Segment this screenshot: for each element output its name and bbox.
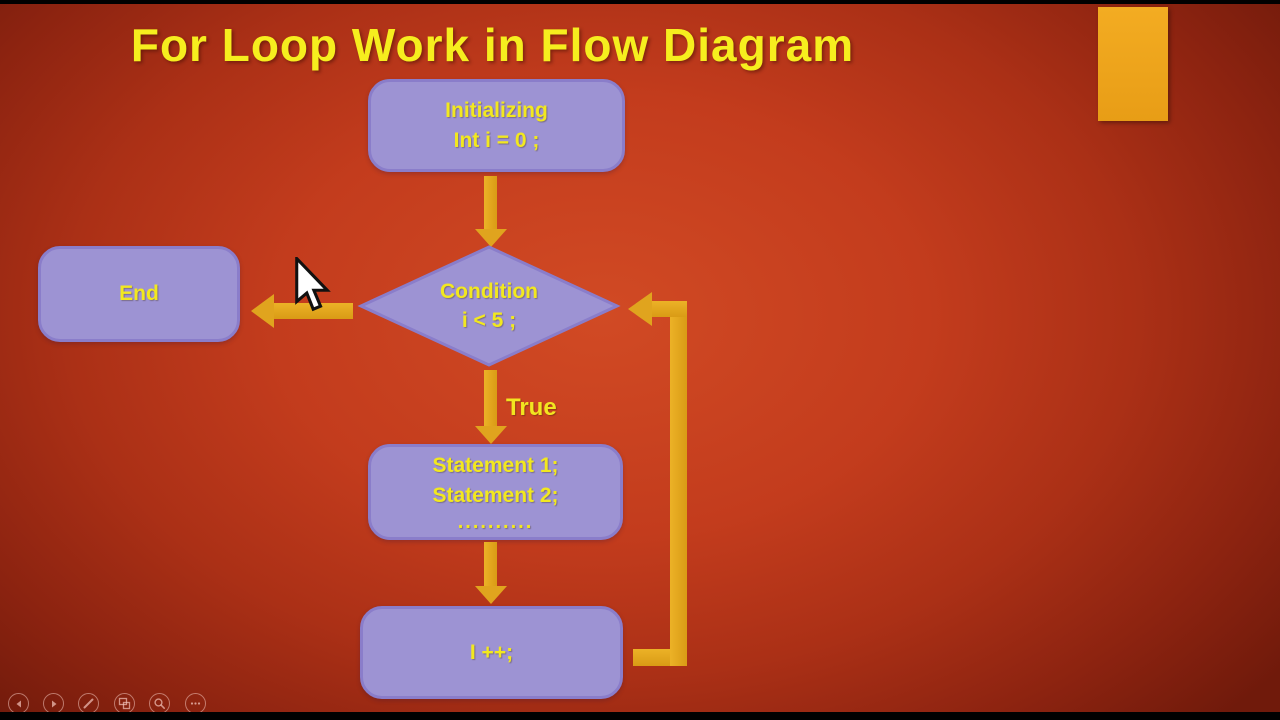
see-all-slides-button[interactable] <box>114 693 135 714</box>
letterbox-bottom-bar <box>0 712 1280 720</box>
true-branch-label: True <box>506 394 557 421</box>
ellipsis-icon <box>190 702 201 705</box>
init-box-line1: Initializing <box>445 98 548 122</box>
statement-line3: .......... <box>457 511 534 533</box>
pen-tools-button[interactable] <box>78 693 99 714</box>
loopback-vertical-segment <box>670 301 687 666</box>
slides-grid-icon <box>118 697 131 710</box>
statement-line1: Statement 1; <box>432 454 559 477</box>
condition-line1: Condition <box>440 280 538 303</box>
chevron-right-icon <box>51 700 56 707</box>
arrowhead-down-icon <box>475 586 507 604</box>
arrow-condition-to-end <box>271 303 353 319</box>
more-options-button[interactable] <box>185 693 206 714</box>
increment-box-label: I ++; <box>469 640 514 664</box>
arrowhead-left-icon <box>628 292 652 326</box>
end-box-label: End <box>119 282 159 305</box>
condition-line2: i < 5 ; <box>461 309 517 332</box>
arrow-condition-to-statements <box>484 370 497 427</box>
chevron-left-icon <box>16 700 21 707</box>
flowchart-statement-box: Statement 1; Statement 2; .......... <box>368 444 623 540</box>
next-slide-button[interactable] <box>43 693 64 714</box>
magnifier-icon <box>154 698 165 709</box>
previous-slide-button[interactable] <box>8 693 29 714</box>
init-box-line2: Int i = 0 ; <box>453 128 540 152</box>
mouse-cursor-icon <box>293 254 331 320</box>
letterbox-top-bar <box>0 0 1280 4</box>
pen-icon <box>83 698 94 709</box>
zoom-slide-button[interactable] <box>149 693 170 714</box>
slide-canvas: For Loop Work in Flow Diagram Initializi… <box>0 4 1280 714</box>
arrow-statements-to-increment <box>484 542 497 587</box>
flowchart-increment-box: I ++; <box>360 606 623 699</box>
loopback-top-segment <box>651 301 687 317</box>
flowchart-init-box: Initializing Int i = 0 ; <box>368 79 625 172</box>
diamond-shape <box>357 245 621 367</box>
arrow-init-to-condition <box>484 176 497 230</box>
flowchart-condition-diamond: Condition i < 5 ; <box>357 244 621 368</box>
slide-title: For Loop Work in Flow Diagram <box>130 19 855 71</box>
arrowhead-down-icon <box>475 426 507 444</box>
arrowhead-down-icon <box>475 229 507 247</box>
statement-line2: Statement 2; <box>432 484 559 507</box>
flowchart-end-box: End <box>38 246 240 342</box>
accent-rectangle <box>1098 7 1168 121</box>
arrowhead-left-icon <box>251 294 274 328</box>
